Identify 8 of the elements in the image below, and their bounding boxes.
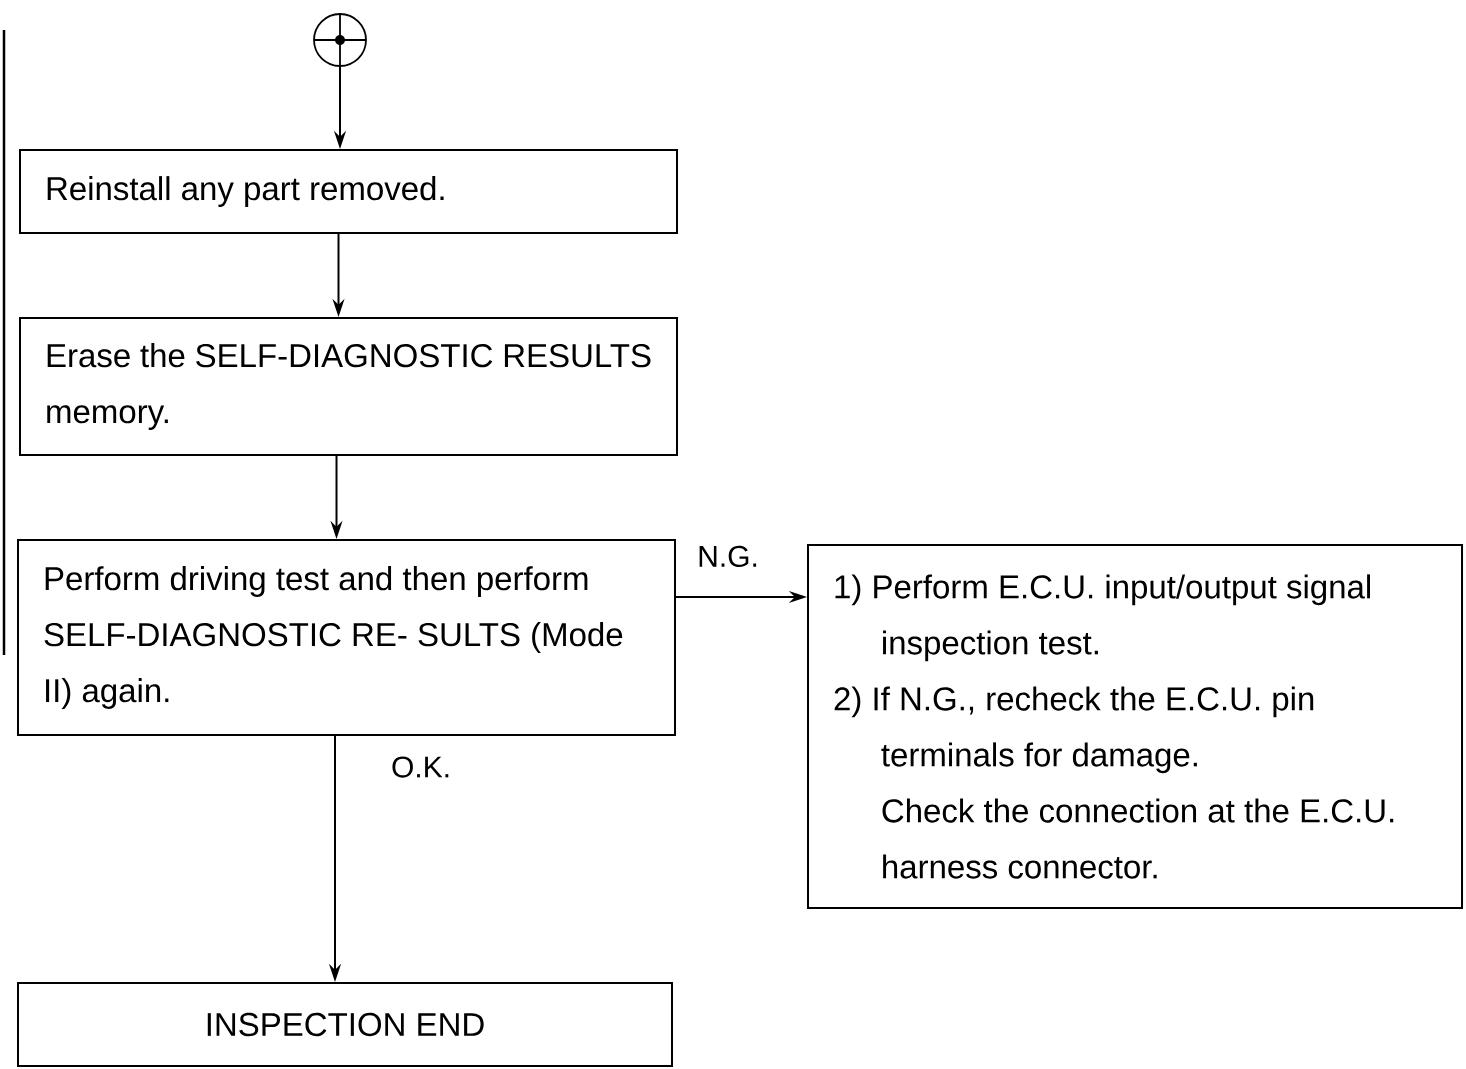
process-box: Reinstall any part removed. <box>19 149 678 234</box>
process-box: Erase the SELF-DIAGNOSTIC RESULTS memory. <box>19 317 678 456</box>
connector-symbol <box>313 13 367 67</box>
edge-label: N.G. <box>699 545 757 567</box>
edge-label: O.K. <box>392 756 449 778</box>
process-box: Perform driving test and then perform SELF-DIAGNOSTIC RE- SULTS (Mode II) again. <box>17 539 676 736</box>
process-box: INSPECTION END <box>17 982 673 1067</box>
process-box: 1) Perform E.C.U. input/output signal inspection test. 2) If N.G., recheck the E.C.U. pin terminals for damage. Check the connection at the E.C.U. harness connector. <box>807 544 1463 909</box>
